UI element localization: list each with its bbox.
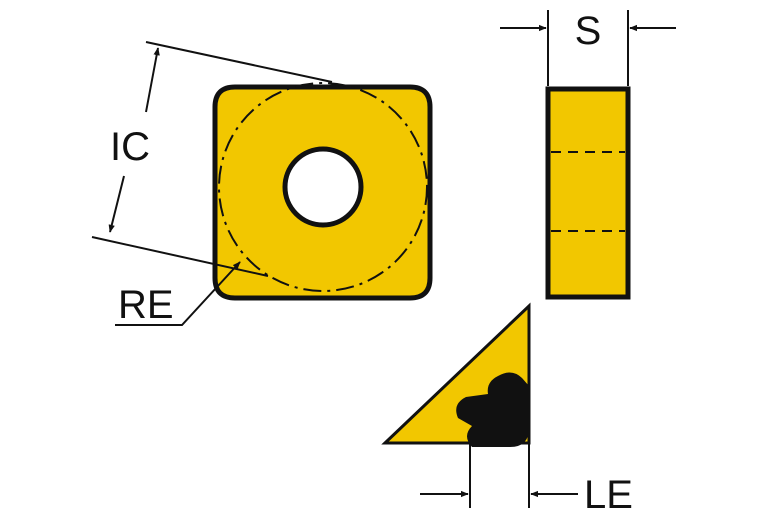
re-dimension: RE — [115, 261, 241, 327]
ic-label: IC — [110, 125, 150, 169]
inscribed-circle — [218, 82, 428, 292]
le-dimension: LE — [420, 473, 633, 517]
le-label: LE — [584, 473, 633, 517]
ic-arrow-lower — [108, 175, 125, 233]
corner-chipbreaker — [456, 372, 529, 447]
ic-arrow-upper — [145, 47, 160, 113]
s-label: S — [575, 9, 602, 53]
re-label: RE — [118, 283, 174, 327]
corner-detail-view — [381, 302, 531, 508]
ic-dimension: IC — [91, 41, 333, 277]
insert-side-view — [545, 86, 631, 300]
square-insert-top-view — [212, 82, 433, 301]
side-view-body — [545, 86, 631, 300]
ic-extension-line-bottom — [91, 236, 269, 277]
re-leader-line — [115, 261, 241, 326]
s-dimension: S — [500, 9, 676, 86]
center-hole — [282, 146, 364, 228]
ic-extension-line-top — [145, 41, 333, 83]
